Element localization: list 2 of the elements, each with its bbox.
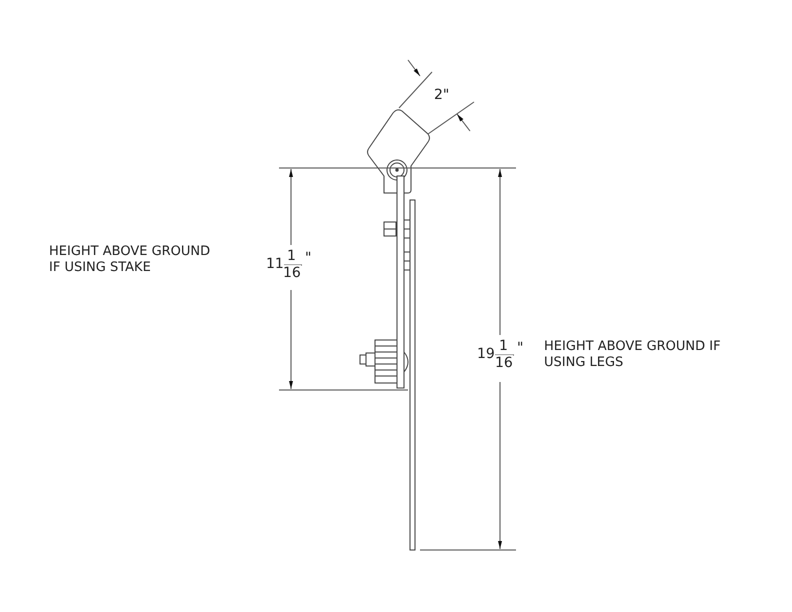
note-text: HEIGHT ABOVE GROUND IF USING LEGS: [544, 339, 722, 371]
note-text: HEIGHT ABOVE GROUND IF USING STAKE: [49, 244, 212, 276]
